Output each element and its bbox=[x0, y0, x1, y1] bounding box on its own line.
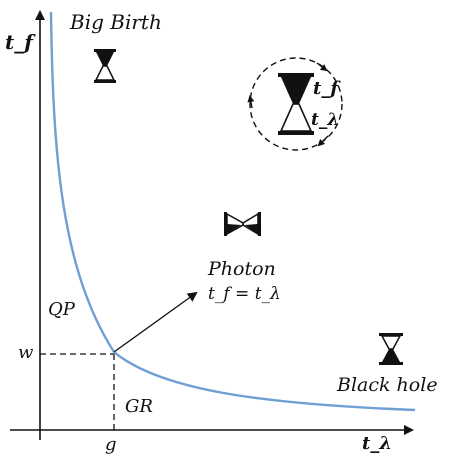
x-tick-label: g bbox=[105, 434, 117, 455]
qp-label: QP bbox=[48, 299, 75, 320]
photon-equation: t_f = t_λ bbox=[208, 284, 281, 304]
tf-tl-curve bbox=[49, 11, 416, 412]
photon-label: Photon bbox=[208, 258, 276, 280]
black-hole-label: Black hole bbox=[337, 374, 438, 396]
rotating-hourglass-icon bbox=[247, 57, 343, 151]
hourglass-small-icon bbox=[379, 333, 403, 365]
hourglass-sideways-icon bbox=[224, 212, 261, 236]
y-tick-label: w bbox=[18, 342, 34, 363]
big-birth-label: Big Birth bbox=[70, 10, 162, 34]
hourglass-icon bbox=[94, 49, 116, 83]
rotating-top-label: t_f bbox=[313, 78, 339, 99]
photon-arrow bbox=[113, 291, 198, 353]
y-axis-label: t_f bbox=[5, 30, 33, 54]
gr-label: GR bbox=[125, 396, 153, 417]
x-axis-label: t_λ bbox=[362, 433, 392, 454]
rotating-bottom-label: t_λ bbox=[311, 110, 340, 130]
